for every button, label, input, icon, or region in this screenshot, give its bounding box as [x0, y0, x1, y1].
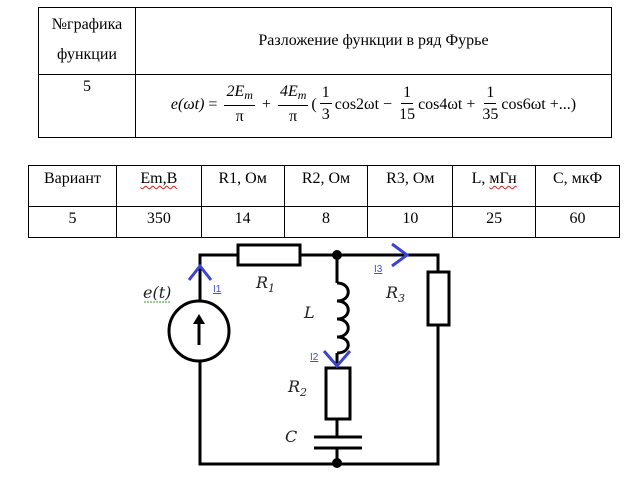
- formula-open-paren: (: [311, 95, 317, 113]
- cell-graph-number: 5: [38, 74, 136, 138]
- formula-tail: +...): [549, 95, 577, 113]
- current-arrow-i1: [187, 263, 213, 281]
- header-r3: R3, Ом: [367, 165, 454, 207]
- label-r1: R1: [255, 273, 275, 295]
- term2-num: 4E: [279, 82, 298, 100]
- f1-num: 1: [319, 83, 332, 104]
- value-em: 350: [115, 206, 202, 238]
- formula-minus: −: [383, 95, 393, 113]
- current-arrow-i3: [391, 242, 410, 268]
- header-r2: R2, Ом: [283, 165, 369, 207]
- value-variant: 5: [28, 206, 117, 238]
- value-r1: 14: [200, 206, 285, 238]
- wire-top-mid: [300, 253, 440, 272]
- term1-num: 2E: [226, 82, 245, 100]
- header-graph-number-line2: функции: [57, 46, 117, 63]
- value-c: 60: [535, 206, 620, 238]
- term1-den: π: [235, 107, 244, 125]
- fraction-f3: 1 35: [482, 83, 498, 126]
- label-l: L: [303, 303, 315, 322]
- header-variant: Вариант: [28, 165, 117, 207]
- formula-cos3: cos6ωt: [501, 95, 546, 113]
- value-r3: 10: [367, 206, 454, 238]
- value-r2: 8: [283, 206, 369, 238]
- header-c: C, мкФ: [535, 165, 620, 207]
- label-i2: I2: [310, 352, 319, 363]
- label-i1: I1: [213, 284, 222, 295]
- header-graph-number: №графика функции: [38, 7, 136, 75]
- resistor-r3: [426, 270, 451, 327]
- f1-den: 3: [321, 106, 330, 123]
- formula-cos2: cos4ωt: [418, 95, 463, 113]
- label-i3: I3: [374, 264, 383, 275]
- wire-left: [198, 253, 238, 305]
- wire-right: [337, 325, 440, 466]
- header-l-unit: мГн: [489, 170, 517, 187]
- formula-plus1: +: [261, 95, 271, 113]
- wire-left-bottom: [198, 358, 337, 466]
- node-bottom: [332, 458, 342, 468]
- header-expansion: Разложение функции в ряд Фурье: [135, 7, 612, 75]
- f3-den: 35: [482, 106, 499, 123]
- fourier-table: №графика функции Разложение функции в ря…: [38, 7, 612, 138]
- f2-den: 15: [399, 106, 416, 123]
- label-source: e(t): [143, 283, 171, 302]
- resistor-r2: [324, 366, 352, 421]
- formula-eq: =: [208, 95, 218, 113]
- term2-den: π: [289, 107, 298, 125]
- fraction-term2: 4Em π: [277, 82, 309, 128]
- fraction-f2: 1 15: [399, 83, 415, 126]
- fraction-f1: 1 3: [319, 83, 332, 126]
- header-r1: R1, Ом: [200, 165, 285, 207]
- cell-formula: e(ωt) = 2Em π + 4Em π ( 1 3 cos2ωt −: [135, 74, 612, 138]
- parameters-table: Вариант Em,B R1, Ом R2, Ом R3, Ом L, мГн…: [28, 165, 620, 238]
- node-top: [332, 250, 342, 260]
- source-arrow-head: [193, 314, 205, 324]
- formula-lhs: e(ωt): [170, 95, 205, 113]
- label-r2: R2: [287, 377, 307, 399]
- term2-sub: m: [297, 87, 307, 102]
- formula-cos1: cos2ωt: [334, 95, 380, 113]
- formula-plus2: +: [466, 95, 476, 113]
- term1-sub: m: [244, 87, 253, 102]
- label-c: C: [285, 427, 297, 446]
- header-em-text: Em,B: [140, 170, 178, 187]
- current-arrow-i2: [322, 350, 352, 369]
- value-l: 25: [452, 206, 537, 238]
- resistor-r1: [236, 243, 302, 267]
- f2-num: 1: [401, 83, 414, 104]
- header-graph-number-line1: №графика: [51, 16, 123, 33]
- label-r3: R3: [385, 283, 405, 305]
- inductor-l: [336, 281, 350, 355]
- fraction-term1: 2Em π: [224, 82, 255, 128]
- f3-num: 1: [484, 83, 497, 104]
- fourier-formula: e(ωt) = 2Em π + 4Em π ( 1 3 cos2ωt −: [136, 75, 611, 134]
